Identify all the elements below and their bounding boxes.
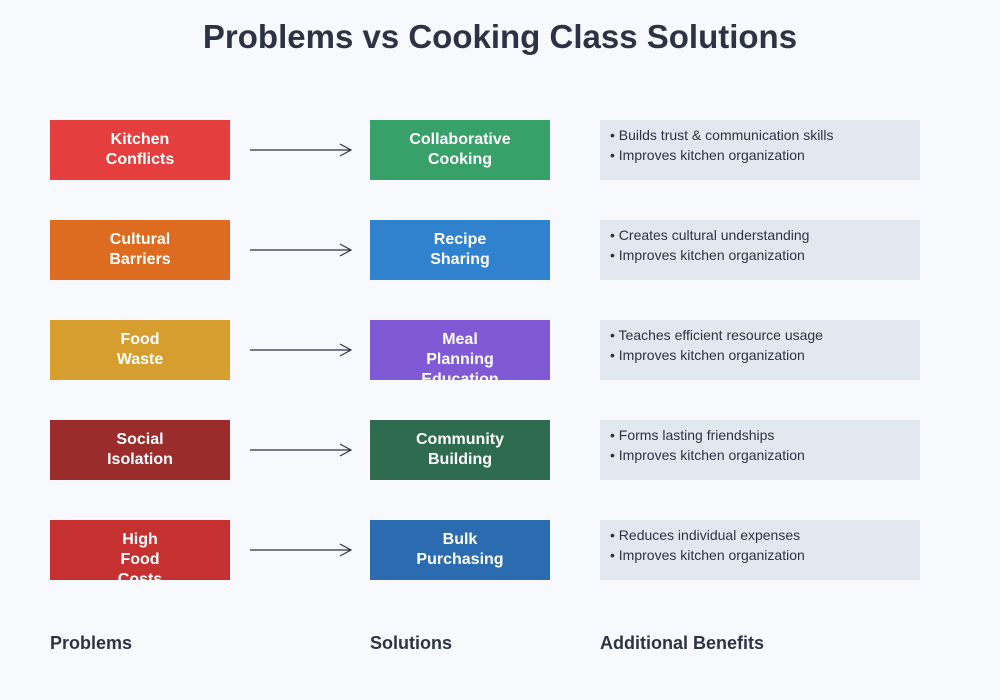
solution-label: Collaborative xyxy=(409,131,511,148)
column-label-solutions: Solutions xyxy=(370,633,452,653)
problem-label: Food xyxy=(120,331,160,348)
problem-label: High xyxy=(122,531,158,548)
problem-label: Conflicts xyxy=(105,151,175,168)
benefits-box: • Builds trust & communication skills • … xyxy=(600,120,920,180)
solution-label: Cooking xyxy=(428,151,492,168)
problem-box-food-waste: Food Waste xyxy=(50,320,230,380)
problem-label: Food xyxy=(120,551,160,568)
mapping-row: Social Isolation Community Building • Fo… xyxy=(0,420,1000,480)
benefit-item: • Improves kitchen organization xyxy=(610,247,805,263)
solution-label: Building xyxy=(428,451,492,468)
benefit-item: • Forms lasting friendships xyxy=(610,427,775,443)
problem-label: Social xyxy=(116,431,164,448)
benefit-item: • Builds trust & communication skills xyxy=(610,127,834,143)
solution-label: Recipe xyxy=(433,231,487,248)
arrow-right-icon xyxy=(250,443,353,457)
mapping-row: Cultural Barriers Recipe Sharing • Creat… xyxy=(0,220,1000,280)
problem-label: Isolation xyxy=(107,451,173,468)
benefits-box: • Forms lasting friendships • Improves k… xyxy=(600,420,920,480)
solution-box-bulk-purchasing: Bulk Purchasing xyxy=(370,520,550,580)
problem-box-social-isolation: Social Isolation xyxy=(50,420,230,480)
mapping-row: Food Waste Meal Planning Education • Tea… xyxy=(0,320,1000,380)
problem-label: Costs xyxy=(117,571,163,580)
arrow-right-icon xyxy=(250,243,353,257)
benefit-item: • Improves kitchen organization xyxy=(610,547,805,563)
solution-box-meal-planning-education: Meal Planning Education xyxy=(370,320,550,380)
solution-box-recipe-sharing: Recipe Sharing xyxy=(370,220,550,280)
benefits-box: • Creates cultural understanding • Impro… xyxy=(600,220,920,280)
problem-label: Barriers xyxy=(109,251,171,268)
solution-box-collaborative-cooking: Collaborative Cooking xyxy=(370,120,550,180)
problem-box-cultural-barriers: Cultural Barriers xyxy=(50,220,230,280)
benefits-box: • Teaches efficient resource usage • Imp… xyxy=(600,320,920,380)
solution-label: Planning xyxy=(426,351,494,368)
benefit-item: • Improves kitchen organization xyxy=(610,447,805,463)
page-title: Problems vs Cooking Class Solutions xyxy=(202,18,798,55)
problem-label: Waste xyxy=(116,351,164,368)
column-label-benefits: Additional Benefits xyxy=(600,633,765,653)
solution-label: Education xyxy=(421,371,499,380)
solution-label: Sharing xyxy=(430,251,490,268)
problem-label: Kitchen xyxy=(110,131,170,148)
benefit-item: • Reduces individual expenses xyxy=(610,527,801,543)
benefit-item: • Creates cultural understanding xyxy=(610,227,810,243)
benefit-item: • Teaches efficient resource usage xyxy=(610,327,823,343)
mapping-row: High Food Costs Bulk Purchasing • Reduce… xyxy=(0,520,1000,580)
problem-label: Cultural xyxy=(109,231,171,248)
arrow-right-icon xyxy=(250,543,353,557)
benefits-box: • Reduces individual expenses • Improves… xyxy=(600,520,920,580)
solution-label: Bulk xyxy=(442,531,478,548)
problem-box-high-food-costs: High Food Costs xyxy=(50,520,230,580)
solution-box-community-building: Community Building xyxy=(370,420,550,480)
benefit-item: • Improves kitchen organization xyxy=(610,347,805,363)
problem-box-kitchen-conflicts: Kitchen Conflicts xyxy=(50,120,230,180)
solution-label: Purchasing xyxy=(416,551,504,568)
solution-label: Community xyxy=(416,431,504,448)
column-label-problems: Problems xyxy=(50,633,133,653)
solution-label: Meal xyxy=(442,331,478,348)
arrow-right-icon xyxy=(250,343,353,357)
arrow-right-icon xyxy=(250,143,353,157)
mapping-row: Kitchen Conflicts Collaborative Cooking … xyxy=(0,120,1000,180)
benefit-item: • Improves kitchen organization xyxy=(610,147,805,163)
